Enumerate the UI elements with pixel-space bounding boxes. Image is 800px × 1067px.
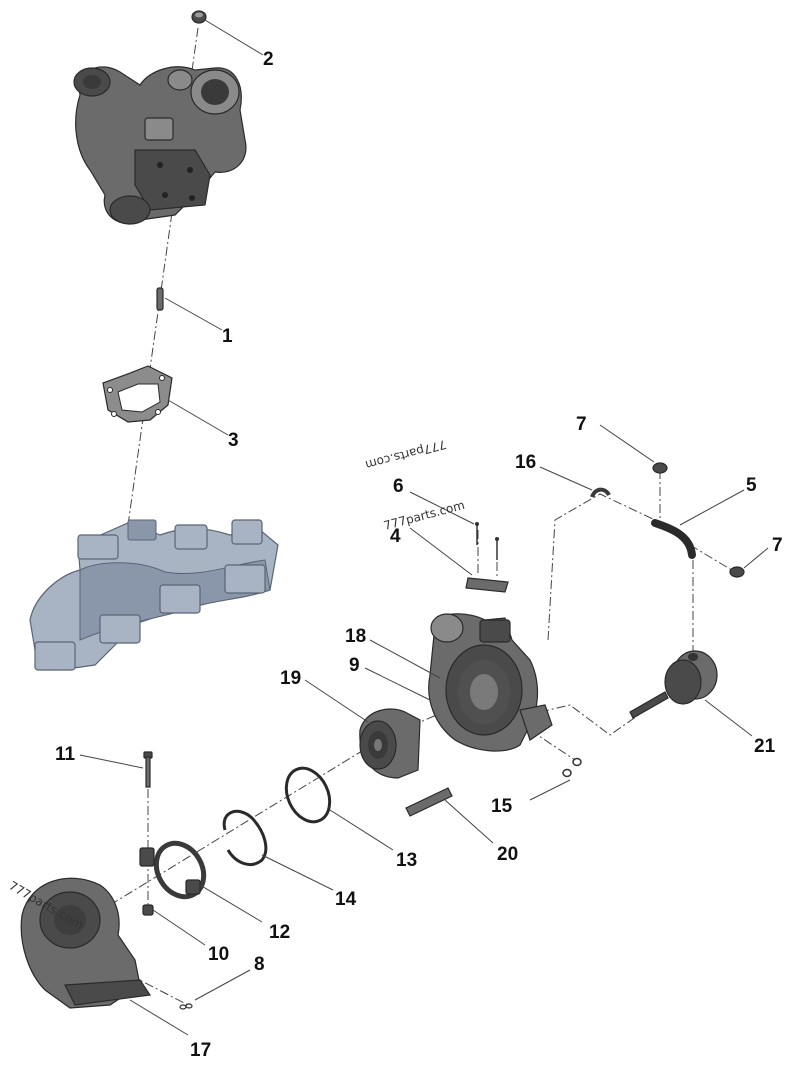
nut-part-10	[142, 904, 154, 916]
callout-8: 8	[254, 954, 265, 975]
nut-part-2	[191, 10, 207, 24]
watermark-center: 777parts.com	[382, 498, 466, 533]
callout-21: 21	[754, 736, 776, 757]
snap-ring-part-14	[222, 809, 268, 866]
callout-12: 12	[269, 922, 290, 943]
o-ring-part-8	[179, 1003, 193, 1010]
callout-7-right: 7	[772, 535, 783, 556]
callout-4: 4	[390, 526, 401, 547]
callout-14: 14	[335, 889, 357, 910]
callout-9: 9	[349, 655, 360, 676]
callout-13: 13	[396, 850, 417, 871]
callout-20: 20	[497, 844, 518, 865]
cartridge-part-19	[359, 708, 421, 779]
pin-part-20	[405, 787, 453, 817]
callout-15: 15	[491, 796, 513, 817]
callout-19: 19	[280, 668, 301, 689]
turbocharger-assembly	[73, 66, 247, 225]
o-ring-part-13	[284, 766, 332, 824]
callout-16: 16	[515, 452, 536, 473]
callout-5: 5	[746, 475, 757, 496]
fitting-part-16	[590, 487, 611, 498]
clip-part-7-right	[729, 566, 745, 578]
callout-3: 3	[228, 430, 239, 451]
v-band-clamp-part-12	[139, 840, 207, 900]
callout-10: 10	[208, 944, 229, 965]
stud-part-1	[156, 287, 164, 311]
callout-2: 2	[263, 49, 274, 70]
callout-1: 1	[222, 326, 233, 347]
turbine-housing-part-18	[428, 613, 553, 752]
o-ring-part-15	[562, 757, 582, 778]
callout-7-top: 7	[576, 414, 587, 435]
compressor-housing-part-17	[20, 877, 152, 1009]
callout-18: 18	[345, 626, 366, 647]
exhaust-manifold	[29, 519, 279, 671]
callout-11: 11	[55, 744, 76, 765]
hose-part-5	[651, 519, 696, 559]
callout-numbers: 2 1 3 6 4 7 16 5 7 18 9 19 21 11 15 20 1…	[55, 49, 783, 1061]
callout-17: 17	[190, 1040, 211, 1061]
gasket-part-3	[102, 365, 173, 423]
callout-6: 6	[393, 476, 404, 497]
screw-part-6	[475, 522, 499, 560]
actuator-part-21	[629, 650, 718, 719]
bolt-part-11	[143, 751, 153, 788]
leader-lines	[79, 19, 769, 1036]
watermark-upside-down: 777parts.com	[364, 437, 448, 472]
clip-part-7-top	[652, 462, 668, 474]
plate-part-4	[465, 577, 509, 593]
